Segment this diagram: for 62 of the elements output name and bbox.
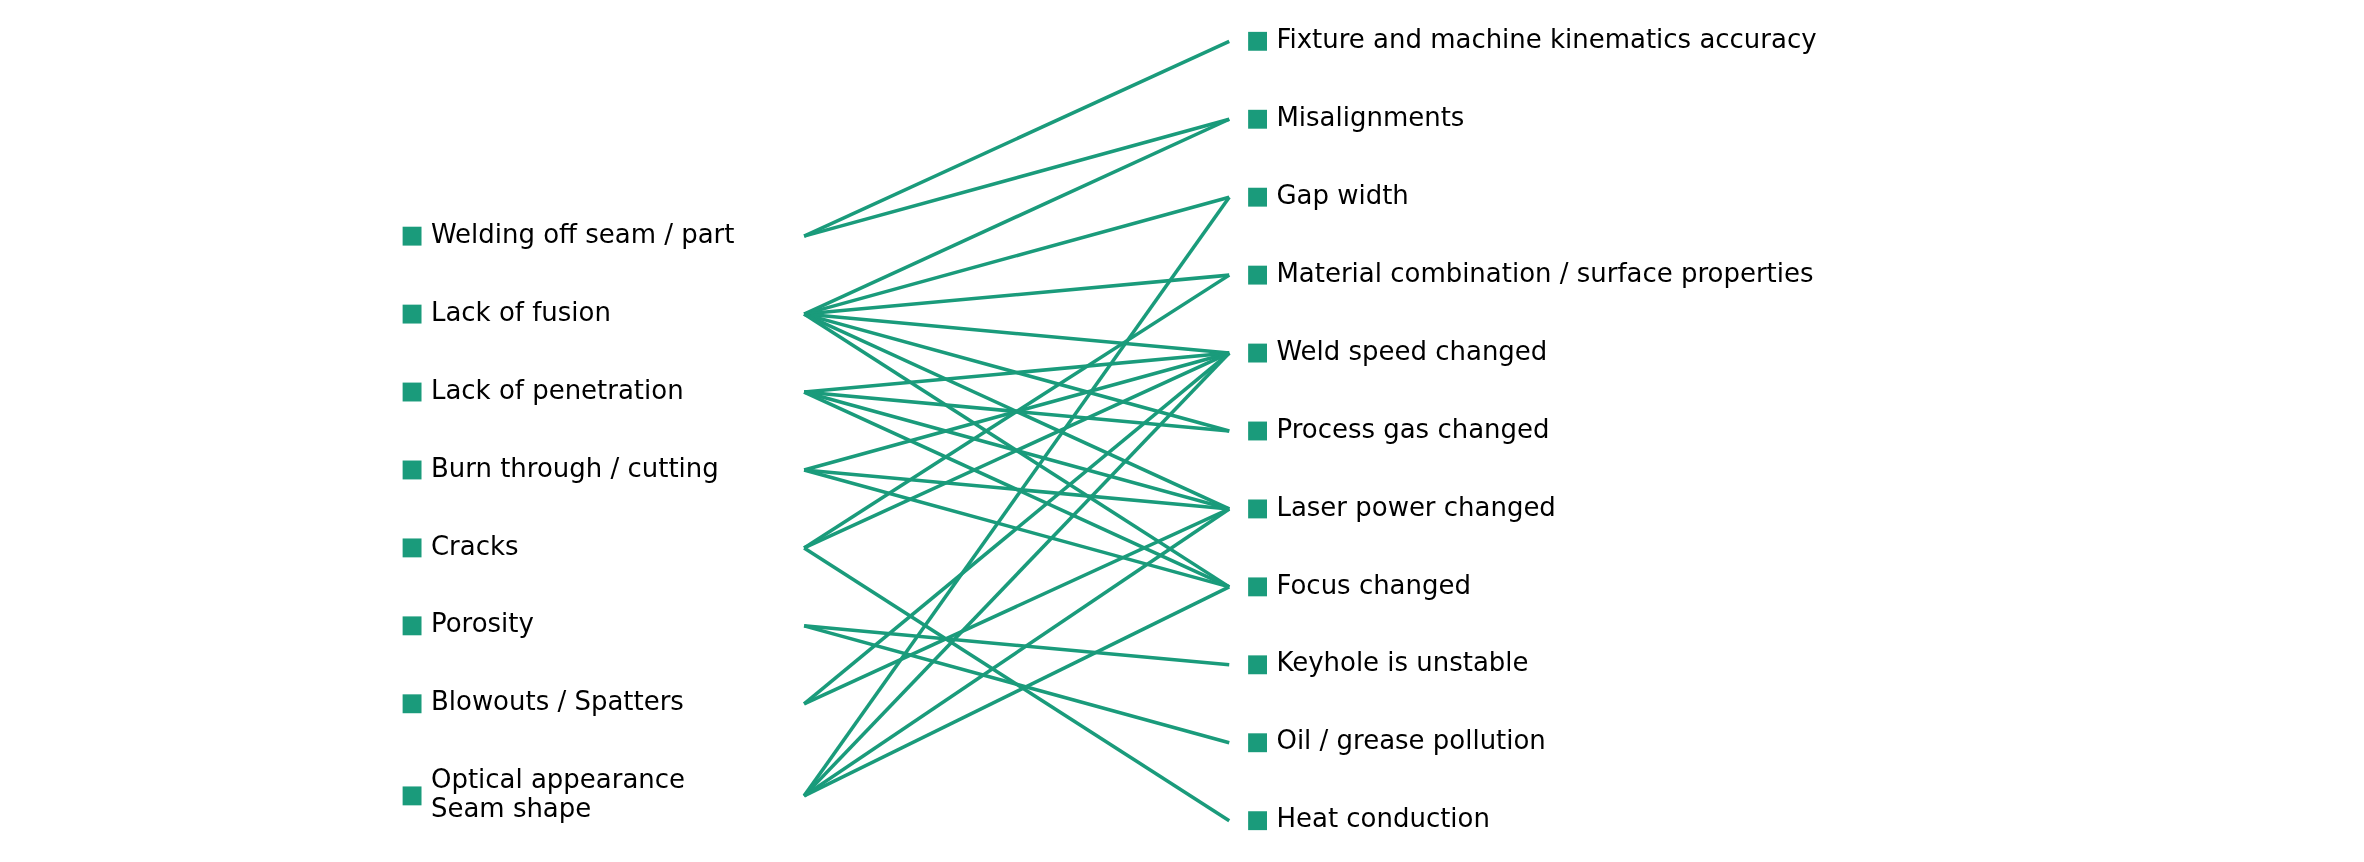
node-label: Laser power changed	[1276, 491, 1556, 522]
connector	[803, 468, 1230, 511]
connector	[803, 312, 1231, 589]
node-box	[1248, 109, 1267, 129]
connector	[803, 585, 1231, 798]
node-label: Process gas changed	[1276, 413, 1550, 444]
node-box	[1248, 499, 1267, 519]
connector	[803, 546, 1231, 823]
node-box	[402, 786, 422, 806]
node-box	[402, 616, 422, 636]
connector	[803, 312, 1230, 433]
node-box	[1248, 31, 1267, 51]
connector	[803, 39, 1230, 238]
node-box	[402, 226, 422, 246]
node-label: Weld speed changed	[1276, 335, 1548, 366]
node-label: Fixture and machine kinematics accuracy	[1276, 23, 1817, 54]
node-label: Blowouts / Spatters	[430, 686, 684, 717]
connector	[803, 117, 1230, 316]
node-box	[1248, 265, 1267, 285]
node-label: Welding off seam / part	[430, 218, 735, 249]
connector	[803, 195, 1230, 316]
node-label: Optical appearance	[430, 764, 686, 795]
connector	[802, 196, 1231, 797]
node-label: Lack of penetration	[430, 374, 684, 405]
connector	[803, 351, 1230, 550]
node-box	[1248, 187, 1267, 207]
connector	[803, 351, 1231, 706]
node-box	[402, 460, 422, 480]
node-box	[1248, 655, 1267, 675]
connector	[802, 351, 1231, 798]
node-box	[402, 538, 422, 558]
connector	[803, 351, 1230, 472]
node-box	[1248, 577, 1267, 597]
node-box	[1248, 811, 1267, 831]
node-label: Porosity	[430, 608, 534, 639]
node-label: Heat conduction	[1276, 803, 1490, 834]
node-label: Focus changed	[1276, 569, 1471, 600]
connector	[803, 624, 1230, 745]
connector	[803, 507, 1231, 798]
connector	[803, 390, 1230, 589]
connector	[803, 312, 1230, 511]
connector	[803, 390, 1230, 433]
node-box	[1248, 343, 1267, 363]
connector	[803, 624, 1230, 667]
connector	[803, 468, 1230, 589]
node-box	[402, 694, 422, 714]
node-label: Gap width	[1276, 179, 1409, 210]
node-box	[402, 304, 422, 324]
node-label: Cracks	[430, 530, 519, 561]
node-label: Oil / grease pollution	[1276, 725, 1546, 756]
node-label: Burn through / cutting	[430, 452, 719, 483]
node-label: Misalignments	[1276, 101, 1465, 132]
connector	[803, 117, 1230, 238]
connector	[803, 390, 1230, 511]
node-box	[1248, 733, 1267, 753]
node-box	[1248, 421, 1267, 441]
connector	[803, 507, 1230, 706]
node-label: Lack of fusion	[430, 296, 611, 327]
connector	[803, 273, 1231, 550]
node-label: Material combination / surface properties	[1276, 257, 1814, 288]
node-box	[402, 382, 422, 402]
node-label: Keyhole is unstable	[1276, 647, 1529, 678]
